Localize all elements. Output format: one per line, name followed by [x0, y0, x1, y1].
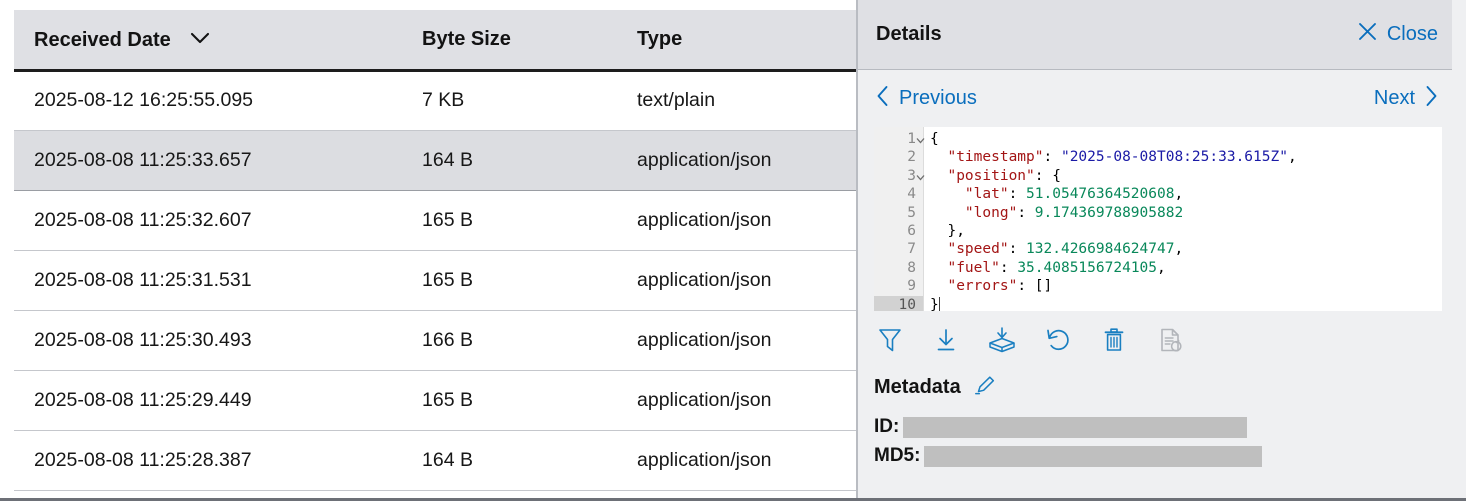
metadata-header: Metadata — [874, 373, 1466, 402]
document-refresh-icon — [1154, 323, 1186, 357]
close-button-label: Close — [1386, 23, 1438, 45]
details-title: Details — [876, 23, 942, 45]
column-header-type-label: Type — [637, 27, 683, 50]
next-button[interactable]: Next — [1374, 85, 1438, 113]
download-icon[interactable] — [930, 323, 962, 357]
details-pane: Details Close Previous N — [856, 0, 1466, 501]
editor-line-number: 1 — [874, 130, 925, 148]
cell-byte_size: 166 B — [402, 310, 617, 371]
cell-type: application/json — [617, 250, 856, 311]
window-bottom-rule — [0, 498, 1466, 501]
cell-type: application/json — [617, 370, 856, 431]
metadata-section: Metadata ID: MD5: — [874, 373, 1466, 467]
cell-received_date: 2025-08-08 11:25:28.387 — [14, 430, 402, 491]
details-navigation: Previous Next — [856, 70, 1452, 127]
pencil-icon[interactable] — [973, 373, 997, 402]
editor-line-number: 9 — [907, 278, 916, 295]
editor-code-line: } — [930, 296, 940, 311]
cell-type: application/json — [617, 190, 856, 251]
metadata-field-md5-value — [924, 445, 1263, 467]
next-button-label: Next — [1373, 87, 1415, 109]
column-header-byte-size-label: Byte Size — [422, 27, 511, 50]
details-header: Details Close — [856, 0, 1452, 70]
close-button[interactable]: Close — [1357, 21, 1438, 48]
previous-button[interactable]: Previous — [876, 85, 977, 113]
metadata-field-id-label: ID: — [874, 416, 900, 437]
editor-line-number: 5 — [907, 204, 916, 221]
previous-button-label: Previous — [899, 87, 977, 109]
chevron-right-icon — [1425, 85, 1438, 113]
column-header-received-date[interactable]: Received Date — [14, 10, 402, 72]
column-header-received-date-label: Received Date — [34, 28, 171, 51]
editor-code-line: "long": 9.174369788905882 — [964, 204, 1184, 221]
metadata-title: Metadata — [874, 376, 961, 398]
column-header-byte-size[interactable]: Byte Size — [402, 10, 617, 72]
cell-type: application/json — [617, 310, 856, 371]
cell-byte_size: 165 B — [402, 250, 617, 311]
chevron-down-icon[interactable] — [190, 27, 210, 50]
cell-received_date: 2025-08-08 11:25:33.657 — [14, 129, 402, 191]
archive-icon[interactable] — [986, 323, 1018, 357]
cell-type: application/json — [617, 430, 856, 491]
cell-byte_size: 165 B — [402, 370, 617, 431]
table-header: Received Date Byte Size Type — [14, 10, 856, 72]
chevron-left-icon — [876, 85, 889, 113]
editor-line-number: 3 — [874, 167, 925, 185]
code-fold-toggle-icon[interactable] — [916, 132, 925, 144]
restore-icon[interactable] — [1042, 323, 1074, 357]
cell-byte_size: 7 KB — [402, 70, 617, 131]
metadata-field-md5: MD5: — [874, 445, 1466, 467]
code-fold-toggle-icon[interactable] — [916, 169, 925, 181]
metadata-field-id: ID: — [874, 416, 1466, 438]
metadata-field-md5-label: MD5: — [874, 445, 921, 466]
editor-code-line: "timestamp": "2025-08-08T08:25:33.615Z", — [947, 149, 1297, 166]
records-table: Received Date Byte Size Type — [14, 10, 856, 491]
editor-code-line: "speed": 132.4266984624747, — [947, 241, 1184, 258]
cell-received_date: 2025-08-08 11:25:31.531 — [14, 250, 402, 311]
editor-code-line: { — [930, 131, 939, 147]
cell-byte_size: 164 B — [402, 129, 617, 191]
cell-byte_size: 164 B — [402, 430, 617, 491]
cell-received_date: 2025-08-08 11:25:29.449 — [14, 370, 402, 431]
editor-line-number: 7 — [907, 241, 916, 258]
column-header-type[interactable]: Type — [617, 10, 856, 72]
editor-code-line: }, — [930, 222, 965, 239]
editor-line-number: 10 — [874, 295, 923, 311]
metadata-field-id-value — [903, 416, 1248, 438]
editor-code-line: "lat": 51.05476364520608, — [964, 186, 1184, 203]
record-action-toolbar — [874, 323, 1466, 357]
editor-line-number: 6 — [907, 222, 916, 239]
editor-code-line: "fuel": 35.4085156724105, — [947, 259, 1166, 276]
cell-type: text/plain — [617, 70, 856, 131]
editor-line-number: 8 — [907, 259, 916, 276]
cell-received_date: 2025-08-08 11:25:30.493 — [14, 310, 402, 371]
cell-byte_size: 165 B — [402, 190, 617, 251]
records-table-pane: Received Date Byte Size Type — [14, 10, 856, 491]
cell-type: application/json — [617, 129, 856, 191]
cell-received_date: 2025-08-08 11:25:32.607 — [14, 190, 402, 251]
close-icon — [1357, 21, 1378, 48]
editor-code-line: "errors": [] — [947, 278, 1053, 295]
editor-code-content[interactable]: { "timestamp": "2025-08-08T08:25:33.615Z… — [924, 127, 1442, 311]
editor-line-number: 4 — [907, 186, 916, 203]
editor-code-line: "position": { — [947, 167, 1061, 184]
delete-icon[interactable] — [1098, 323, 1130, 357]
filter-icon[interactable] — [874, 323, 906, 357]
table-header-row: Received Date Byte Size Type — [14, 10, 856, 72]
cell-received_date: 2025-08-12 16:25:55.095 — [14, 70, 402, 131]
editor-line-number: 2 — [907, 149, 916, 166]
pane-divider — [856, 0, 858, 501]
